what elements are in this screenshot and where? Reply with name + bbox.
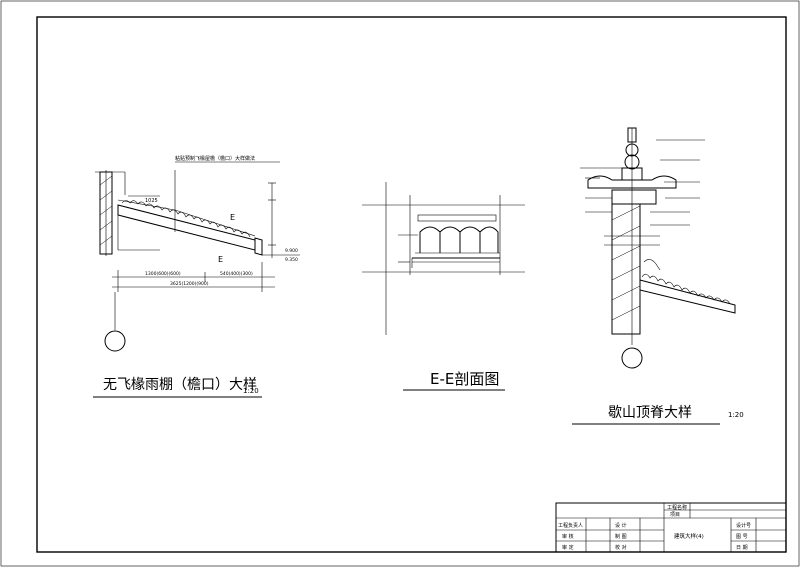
left-note-top: 粘贴预制飞椽屋檐（檐口）大样做法 (175, 155, 255, 162)
right-drawing-title: 歇山顶脊大样 (608, 405, 692, 421)
tb-right-label-3: 日 期 (736, 545, 748, 551)
middle-section-drawing: E-E剖面图 (362, 182, 525, 391)
tb-row-label-1: 工程负责人 (558, 522, 583, 529)
left-dim-bottom-1: 1300(600)(600) (145, 271, 181, 277)
left-axis-bubble (104, 330, 126, 352)
left-drawing-scale: 1:20 (243, 387, 259, 395)
middle-drawing-title: E-E剖面图 (430, 370, 499, 388)
tb-project-label: 工程名称 (667, 504, 687, 511)
tb-row-label-2: 审 核 (562, 533, 574, 540)
left-detail-drawing: 粘贴预制飞椽屋檐（檐口）大样做法 1025 E E 9.900 9.350 13… (93, 155, 300, 398)
left-level-2: 9.350 (285, 257, 298, 263)
right-axis-bubble (621, 347, 643, 369)
inner-frame (36, 16, 787, 553)
tb-mid-label-3: 校 对 (615, 544, 627, 551)
tb-item-label: 项目 (670, 512, 680, 518)
left-slope-e2: E (218, 255, 223, 264)
left-drawing-title: 无飞椽雨棚（檐口）大样 (103, 377, 257, 393)
tb-right-label-1: 设计号 (736, 522, 751, 529)
left-slope-e1: E (230, 213, 235, 222)
right-ridge-drawing: 歇山顶脊大样 1:20 (572, 127, 744, 425)
left-dim-bottom-total: 3625(1200)(900) (170, 281, 209, 287)
left-dim-1025: 1025 (145, 198, 158, 204)
tb-mid-label-1: 设 计 (615, 522, 627, 529)
left-dim-bottom-2: 540(400)(300) (220, 271, 253, 277)
right-drawing-scale: 1:20 (728, 411, 744, 419)
left-level-1: 9.900 (285, 248, 298, 254)
tb-mid-label-2: 制 图 (615, 533, 627, 540)
tb-row-label-3: 审 定 (562, 544, 574, 551)
tb-drawing-name: 建筑大样(4) (674, 532, 704, 540)
tb-right-label-2: 图 号 (736, 534, 748, 540)
title-block: 工程名称 项目 工程负责人 审 核 审 定 设 计 制 图 校 对 建筑大样(4… (555, 502, 787, 553)
